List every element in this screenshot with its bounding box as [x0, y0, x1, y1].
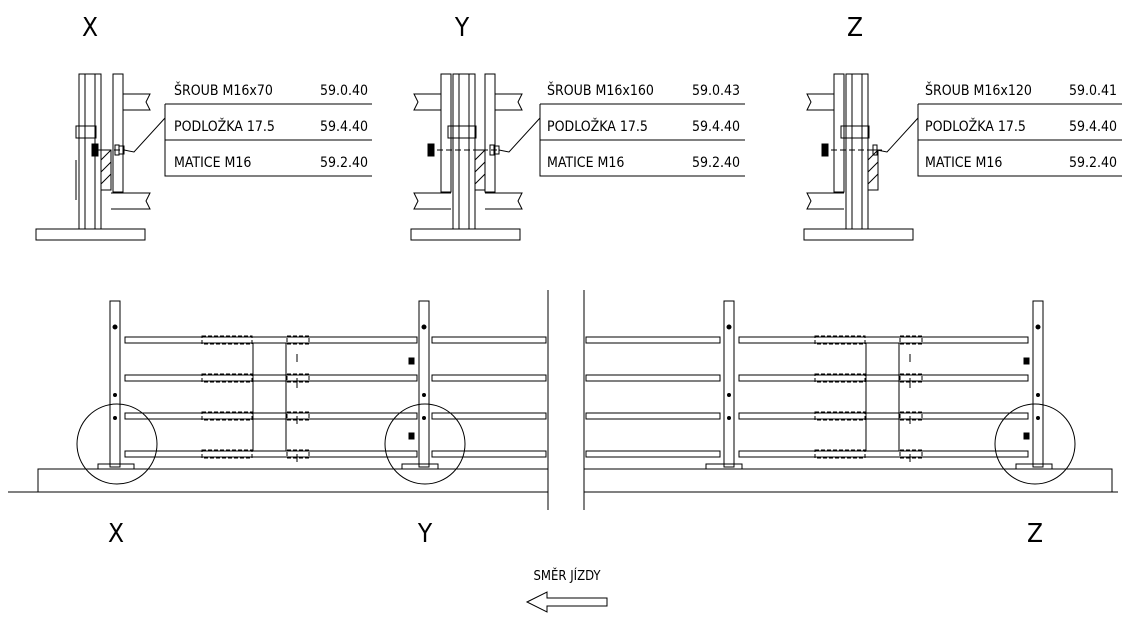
railing-segment-left [97, 300, 547, 470]
part-name: MATICE M16 [174, 155, 251, 171]
elevation-label-y: Y [417, 519, 433, 549]
callout-circle-y [384, 403, 466, 485]
part-name: ŠROUB M16x120 [925, 81, 1032, 99]
travel-direction: SMĚR JÍZDY [525, 568, 608, 613]
detail-y: Y ŠROUB M16x160 59.0.43 PODLOŽKA 17.5 59… [410, 13, 745, 241]
part-code: 59.2.40 [1069, 155, 1117, 171]
part-name: PODLOŽKA 17.5 [547, 117, 648, 135]
part-name: MATICE M16 [547, 155, 624, 171]
part-code: 59.0.43 [692, 83, 740, 99]
part-code: 59.0.40 [320, 83, 368, 99]
part-name: PODLOŽKA 17.5 [925, 117, 1026, 135]
callout-circle-z [994, 403, 1076, 485]
elevation-label-z: Z [1027, 519, 1043, 549]
detail-x-label: X [82, 13, 98, 43]
detail-y-label: Y [454, 13, 470, 43]
part-name: ŠROUB M16x70 [174, 81, 273, 99]
part-code: 59.0.41 [1069, 83, 1117, 99]
detail-x: X ŠROUB M16x70 59.0.40 PODLOŽKA 17.5 59.… [35, 13, 372, 241]
part-code: 59.4.40 [692, 119, 740, 135]
railing-segment-right [585, 300, 1053, 470]
callout-circle-x [76, 403, 158, 485]
part-code: 59.2.40 [320, 155, 368, 171]
part-code: 59.4.40 [1069, 119, 1117, 135]
elevation-label-x: X [108, 519, 124, 549]
railing-elevation: X Y Z [8, 290, 1118, 549]
base-plate [35, 228, 146, 241]
part-name: PODLOŽKA 17.5 [174, 117, 275, 135]
part-name: ŠROUB M16x160 [547, 81, 654, 99]
detail-z: Z ŠROUB M16x120 59.0.41 PODLOŽKA 17.5 59… [803, 13, 1122, 241]
arrow-left-icon [525, 591, 608, 613]
direction-label: SMĚR JÍZDY [533, 568, 601, 584]
part-code: 59.4.40 [320, 119, 368, 135]
part-code: 59.2.40 [692, 155, 740, 171]
part-name: MATICE M16 [925, 155, 1002, 171]
detail-z-label: Z [847, 13, 863, 43]
